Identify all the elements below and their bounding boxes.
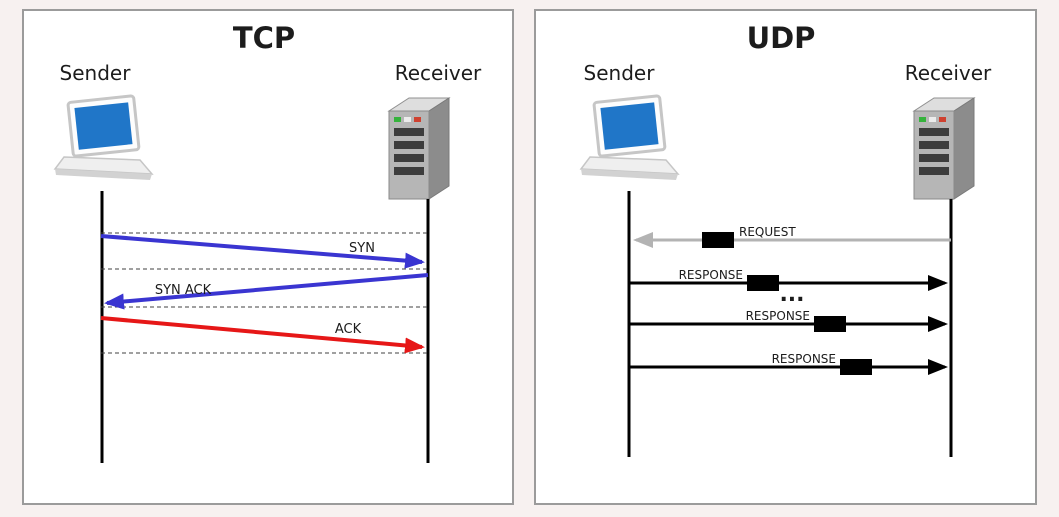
server-slot — [919, 167, 949, 175]
server-light-white — [929, 117, 936, 122]
udp-panel: UDP Sender Receiver — [534, 9, 1037, 505]
message-arrow-syn-ack — [104, 273, 429, 310]
tcp-receiver-label: Receiver — [395, 61, 482, 85]
server-light-red — [414, 117, 421, 122]
server-slot — [394, 154, 424, 162]
server-slot — [394, 128, 424, 136]
udp-title: UDP — [747, 21, 816, 55]
server-light-green — [394, 117, 401, 122]
packet-icon — [747, 275, 779, 291]
server-light-red — [939, 117, 946, 122]
packet-icon — [814, 316, 846, 332]
server-icon — [387, 97, 451, 200]
server-side — [953, 97, 975, 200]
laptop-base-edge — [581, 169, 678, 180]
server-side — [428, 97, 450, 200]
server-light-white — [404, 117, 411, 122]
tcp-sender-label: Sender — [60, 61, 132, 85]
laptop-icon — [53, 94, 154, 180]
tcp-title: TCP — [233, 21, 295, 55]
time-step-lines — [101, 232, 428, 354]
message-arrow-ack — [100, 316, 425, 354]
tcp-panel: TCP Sender Receiver — [22, 9, 514, 505]
server-slot — [394, 167, 424, 175]
laptop-screen — [600, 102, 659, 150]
server-slot — [919, 154, 949, 162]
laptop-screen — [74, 102, 133, 150]
message-label-response-2: RESPONSE — [746, 309, 810, 323]
message-arrow-syn — [100, 234, 425, 269]
packet-icon — [702, 232, 734, 248]
server-slot — [394, 141, 424, 149]
server-icon — [912, 97, 976, 200]
packet-icon — [840, 359, 872, 375]
server-light-green — [919, 117, 926, 122]
udp-sender-label: Sender — [584, 61, 656, 85]
message-label-ack: ACK — [335, 322, 362, 337]
laptop-icon — [579, 94, 680, 180]
continuation-ellipsis: ... — [779, 282, 804, 307]
message-label-syn: SYN — [349, 241, 375, 256]
message-label-request: REQUEST — [739, 225, 796, 239]
message-label-response-1: RESPONSE — [679, 268, 743, 282]
server-slot — [919, 141, 949, 149]
server-slot — [919, 128, 949, 136]
laptop-base-edge — [55, 169, 152, 180]
udp-diagram: UDP Sender Receiver — [579, 21, 992, 457]
message-label-syn-ack: SYN ACK — [155, 283, 212, 298]
message-label-response-3: RESPONSE — [772, 352, 836, 366]
tcp-diagram: TCP Sender Receiver — [53, 21, 482, 463]
udp-receiver-label: Receiver — [905, 61, 992, 85]
